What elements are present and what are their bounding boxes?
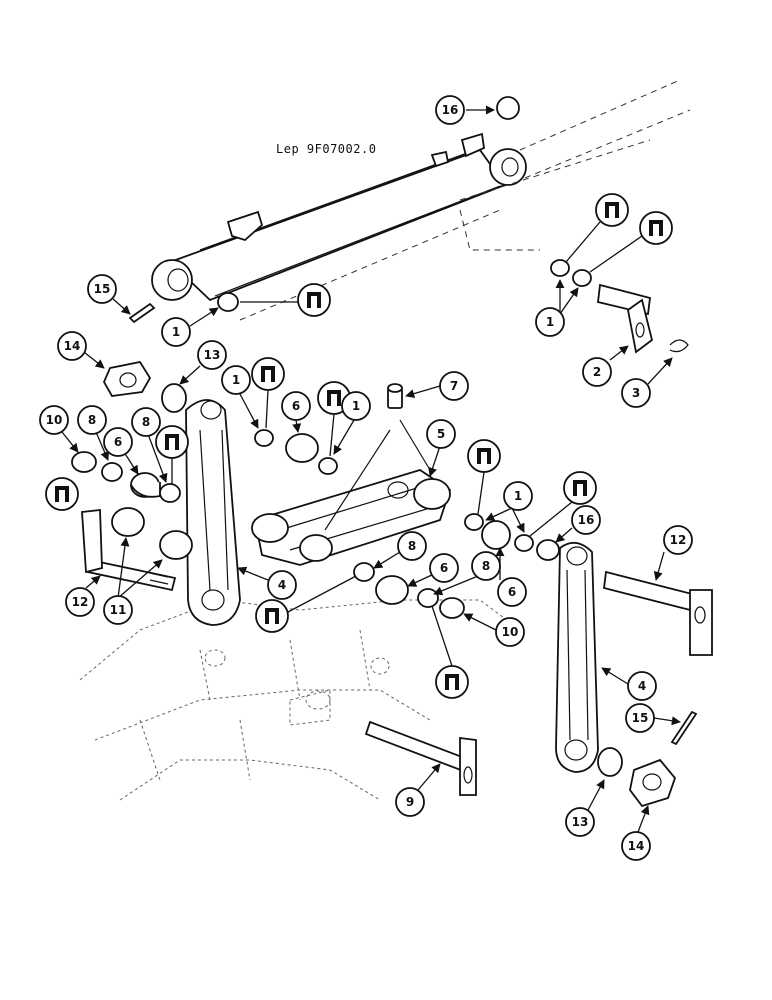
svg-text:16: 16 xyxy=(442,103,459,117)
svg-text:6: 6 xyxy=(440,561,448,575)
svg-text:2: 2 xyxy=(593,365,601,379)
washer-8-c xyxy=(353,562,375,582)
svg-text:13: 13 xyxy=(572,815,589,829)
svg-text:1: 1 xyxy=(232,373,240,387)
hydraulic-cylinder xyxy=(151,79,691,321)
svg-text:10: 10 xyxy=(502,625,519,639)
svg-text:11: 11 xyxy=(110,603,127,617)
split-pin-15-right xyxy=(670,710,698,746)
svg-text:13: 13 xyxy=(204,348,221,362)
grease-nipple xyxy=(387,383,403,409)
bush-6-right xyxy=(481,520,511,550)
svg-text:4: 4 xyxy=(638,679,646,693)
callouts: 16 15 1 1 14 13 2 3 7 1 1 6 xyxy=(39,95,693,861)
washer-10-left xyxy=(71,451,97,473)
loader-frame-outline xyxy=(79,599,521,801)
svg-text:3: 3 xyxy=(632,386,640,400)
svg-text:1: 1 xyxy=(352,399,360,413)
svg-text:15: 15 xyxy=(94,282,111,296)
svg-text:7: 7 xyxy=(450,379,458,393)
svg-text:8: 8 xyxy=(88,413,96,427)
drawing-reference: Lep 9F07002.0 xyxy=(276,142,377,156)
svg-text:12: 12 xyxy=(670,533,687,547)
bush-11-a xyxy=(111,507,145,537)
svg-text:12: 12 xyxy=(72,595,89,609)
washer-13-right xyxy=(597,747,623,777)
lift-link-right xyxy=(555,542,599,773)
washer-1-d xyxy=(514,534,534,552)
washer-13-left xyxy=(161,383,187,413)
bush-6-center-top xyxy=(285,433,319,463)
washer-1-a xyxy=(254,429,274,447)
svg-text:15: 15 xyxy=(632,711,649,725)
bush-11-b xyxy=(159,530,193,560)
r-clip-3 xyxy=(669,339,689,353)
svg-text:14: 14 xyxy=(628,839,645,853)
kit-leaders xyxy=(171,221,643,667)
washer-16-top xyxy=(496,96,520,120)
svg-text:8: 8 xyxy=(408,539,416,553)
svg-text:1: 1 xyxy=(514,489,522,503)
washer-8-b xyxy=(159,483,181,503)
washer-8-d xyxy=(417,588,439,608)
svg-text:10: 10 xyxy=(46,413,63,427)
svg-text:6: 6 xyxy=(114,435,122,449)
svg-text:6: 6 xyxy=(508,585,516,599)
washer-8-a xyxy=(101,462,123,482)
pivot-pin-12-right xyxy=(603,570,713,656)
pin-2 xyxy=(597,283,654,354)
washer-10-right xyxy=(439,597,465,619)
svg-text:5: 5 xyxy=(437,427,445,441)
svg-text:9: 9 xyxy=(406,795,414,809)
pin-9 xyxy=(364,720,477,796)
svg-text:1: 1 xyxy=(546,315,554,329)
washer-1-b xyxy=(318,457,338,475)
lift-link-left xyxy=(185,399,241,626)
svg-text:8: 8 xyxy=(482,559,490,573)
washer-1-cyl xyxy=(217,292,239,312)
connecting-beam xyxy=(251,419,452,566)
castle-nut-14-right xyxy=(629,758,677,808)
svg-text:16: 16 xyxy=(578,513,595,527)
castle-nut-14-left xyxy=(102,360,152,397)
washer-16-right xyxy=(536,539,560,561)
svg-text:8: 8 xyxy=(142,415,150,429)
washer-1-e xyxy=(550,259,570,277)
bush-6-center-bottom xyxy=(375,575,409,605)
washer-1-f xyxy=(572,269,592,287)
svg-text:14: 14 xyxy=(64,339,81,353)
svg-text:6: 6 xyxy=(292,399,300,413)
svg-text:4: 4 xyxy=(278,578,286,592)
split-pin-15-left xyxy=(128,302,156,324)
svg-text:1: 1 xyxy=(172,325,180,339)
washer-1-c xyxy=(464,513,484,531)
pivot-pin-12-left xyxy=(81,508,177,592)
bush-6-left xyxy=(130,472,161,498)
